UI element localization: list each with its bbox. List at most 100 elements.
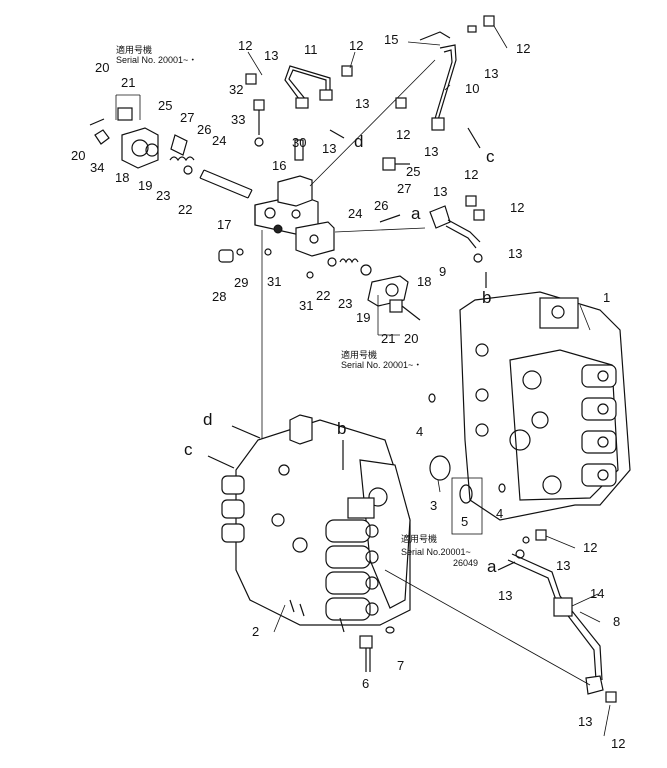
callout-25: 25 [406,164,420,179]
pipe-11 [284,65,333,109]
callout-labels: 1 2 3 4 4 5 6 7 8 9 10 11 12 12 12 12 12… [71,32,625,751]
callout-13: 13 [484,66,498,81]
callout-7: 7 [397,658,404,673]
serial-notes: 適用号機 Serial No. 20001~・ 適用号機 Serial No. … [116,44,478,568]
serial-note-jp: 適用号機 [116,44,152,55]
callout-23: 23 [338,296,352,311]
pipe-9 [334,205,483,263]
callout-19: 19 [138,178,152,193]
callout-33: 33 [231,112,245,127]
serial-note-jp: 適用号機 [341,349,377,360]
bolt-6 [359,626,395,672]
callout-20: 20 [71,148,85,163]
connection-letters: a a b b c c d d [184,132,497,576]
letter-d: d [354,132,363,151]
callout-19: 19 [356,310,370,325]
relief-cartridge-left [169,134,253,199]
callout-16: 16 [272,158,286,173]
callout-34: 34 [90,160,104,175]
letter-c: c [486,147,495,166]
bolt-group-top [245,15,495,221]
callout-18: 18 [417,274,431,289]
leader-lines [247,25,611,737]
callout-12: 12 [583,540,597,555]
o-ring-3 [428,393,506,535]
callout-12: 12 [510,200,524,215]
callout-27: 27 [397,181,411,196]
callout-12: 12 [464,167,478,182]
spring-right [264,248,372,279]
callout-12: 12 [349,38,363,53]
callout-3: 3 [430,498,437,513]
callout-13: 13 [433,184,447,199]
letter-c: c [184,440,193,459]
callout-31: 31 [299,298,313,313]
serial-note-jp: 適用号機 [401,533,437,544]
callout-13: 13 [508,246,522,261]
callout-26: 26 [197,122,211,137]
callout-30: 30 [292,135,306,150]
callout-21: 21 [121,75,135,90]
callout-14: 14 [590,586,604,601]
serial-note: Serial No.20001~ [401,547,471,557]
callout-2: 2 [252,624,259,639]
callout-22: 22 [316,288,330,303]
callout-28: 28 [212,289,226,304]
callout-13: 13 [264,48,278,63]
callout-9: 9 [439,264,446,279]
main-valve-left [221,414,411,633]
callout-12: 12 [516,41,530,56]
callout-31: 31 [267,274,281,289]
callout-13: 13 [355,96,369,111]
serial-note: 26049 [453,558,478,568]
pipe-8 [384,529,617,703]
serial-note: Serial No. 20001~・ [341,360,422,370]
callout-8: 8 [613,614,620,629]
callout-23: 23 [156,188,170,203]
callout-1: 1 [603,290,610,305]
callout-24: 24 [212,133,226,148]
callout-20: 20 [404,331,418,346]
callout-20: 20 [95,60,109,75]
callout-18: 18 [115,170,129,185]
callout-13: 13 [322,141,336,156]
letter-a: a [487,557,497,576]
callout-25: 25 [158,98,172,113]
callout-12: 12 [396,127,410,142]
pilot-manifold-block [254,175,335,257]
bolt-32 [253,99,265,147]
callout-5: 5 [461,514,468,529]
callout-4: 4 [496,506,503,521]
letter-b: b [337,419,346,438]
pipe-10 [309,31,457,187]
flange-assembly-right [367,275,421,336]
flange-assembly-left [89,94,159,169]
callout-13: 13 [498,588,512,603]
callout-4: 4 [416,424,423,439]
callout-12: 12 [611,736,625,751]
callout-24: 24 [348,206,362,221]
callout-11: 11 [304,42,318,57]
callout-26: 26 [374,198,388,213]
callout-12: 12 [238,38,252,53]
callout-15: 15 [384,32,398,47]
letter-d: d [203,410,212,429]
callout-17: 17 [217,217,231,232]
callout-32: 32 [229,82,243,97]
callout-27: 27 [180,110,194,125]
serial-note: Serial No. 20001~・ [116,55,197,65]
cap-28 [218,248,244,263]
callout-13: 13 [556,558,570,573]
main-valve-right [459,291,631,521]
callout-29: 29 [234,275,248,290]
callout-6: 6 [362,676,369,691]
letter-b: b [482,288,491,307]
callout-13: 13 [578,714,592,729]
callout-10: 10 [465,81,479,96]
callout-21: 21 [381,331,395,346]
callout-13: 13 [424,144,438,159]
connection-arrows [207,127,516,571]
letter-a: a [411,204,421,223]
callout-22: 22 [178,202,192,217]
